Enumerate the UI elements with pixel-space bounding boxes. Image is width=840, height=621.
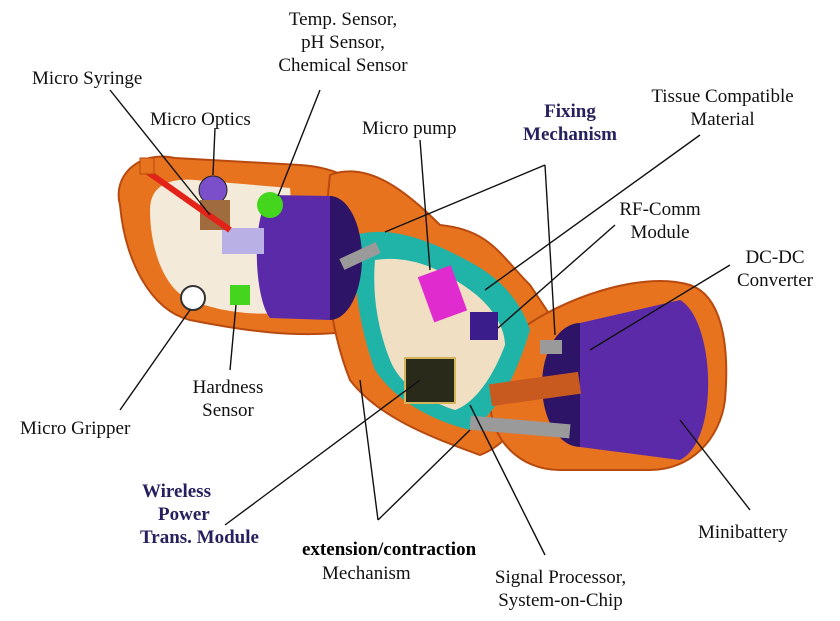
label-rf-line1: RF-Comm [610,198,710,221]
hardness-sensor [230,285,250,305]
label-mechanism: Mechanism [322,562,411,585]
green-sensor [257,192,283,218]
label-hardness-line1: Hardness [178,376,278,399]
label-minibattery: Minibattery [698,521,788,544]
battery-body [580,300,708,460]
syringe-nozzle [140,158,154,174]
label-micro-pump: Micro pump [362,117,456,140]
label-fixing-line1: Fixing [500,100,640,123]
micro-optics [199,176,227,204]
label-dc-dc-converter: DC-DC Converter [725,246,825,292]
rf-module [470,312,498,340]
label-hardness-line2: Sensor [178,399,278,422]
label-signal-line2: System-on-Chip [478,589,643,612]
label-micro-gripper: Micro Gripper [20,417,130,440]
label-signal-line1: Signal Processor, [478,566,643,589]
label-wireless-line3: Trans. Module [140,526,259,549]
label-rf-line2: Module [610,221,710,244]
label-fixing-line2: Mechanism [500,123,640,146]
label-hardness-sensor: Hardness Sensor [178,376,278,422]
label-micro-optics: Micro Optics [150,108,251,131]
label-tissue-line1: Tissue Compatible [640,85,805,108]
label-temp-ph-chemical-sensor: Temp. Sensor, pH Sensor, Chemical Sensor [258,8,428,77]
label-fixing-mechanism: Fixing Mechanism [500,100,640,146]
label-tissue-compatible-material: Tissue Compatible Material [640,85,805,131]
label-wireless-line2: Power [140,503,259,526]
label-wireless-line1: Wireless [140,480,259,503]
label-temp-line2: pH Sensor, [258,31,428,54]
signal-chip [405,358,455,403]
label-rf-comm-module: RF-Comm Module [610,198,710,244]
label-micro-syringe: Micro Syringe [32,67,142,90]
grey-strut-3 [540,340,562,354]
micro-gripper [181,286,205,310]
label-wireless-power-trans-module: Wireless Power Trans. Module [140,480,259,549]
label-extension-contraction: extension/contraction [302,538,476,561]
label-temp-line3: Chemical Sensor [258,54,428,77]
label-dc-line2: Converter [725,269,825,292]
label-dc-line1: DC-DC [725,246,825,269]
label-tissue-line2: Material [640,108,805,131]
label-temp-line1: Temp. Sensor, [258,8,428,31]
label-signal-processor: Signal Processor, System-on-Chip [478,566,643,612]
